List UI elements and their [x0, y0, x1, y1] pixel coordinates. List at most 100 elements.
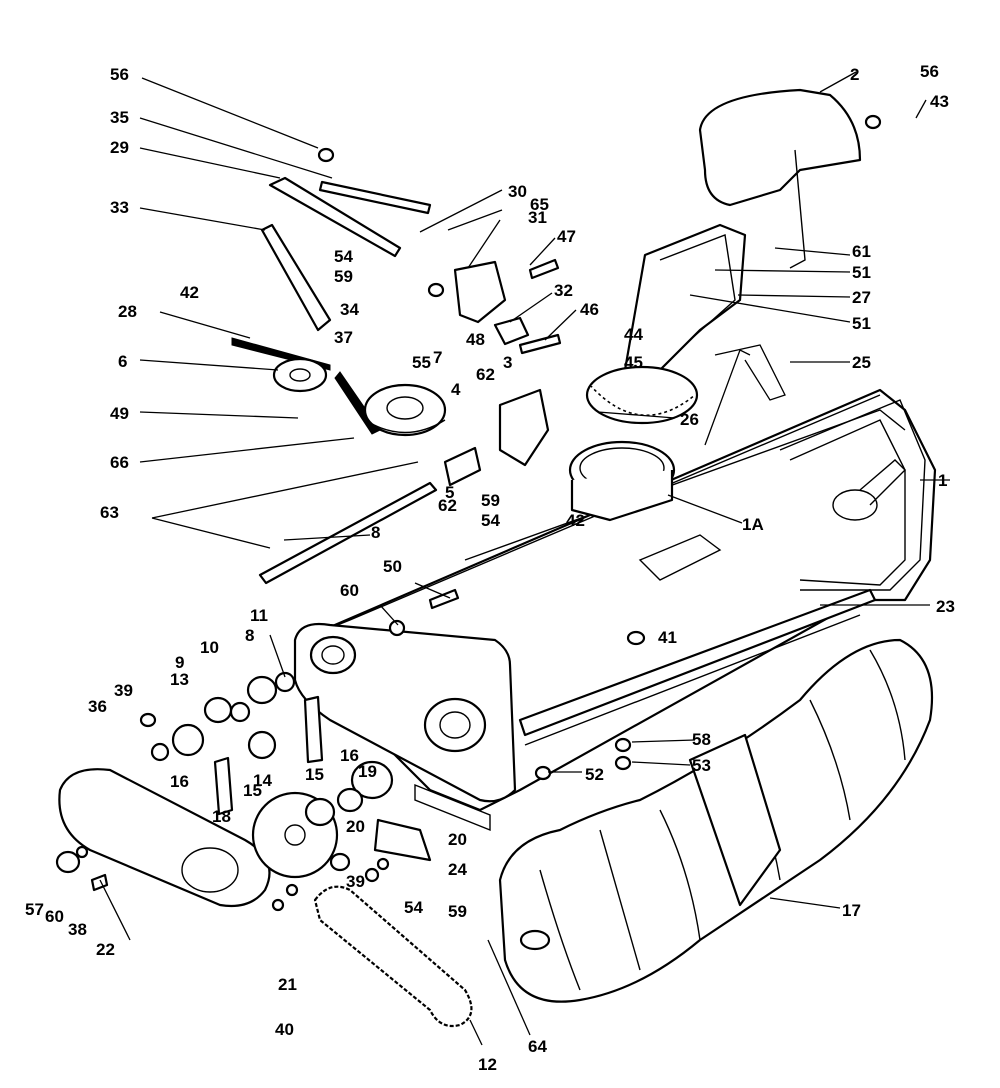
callout-7: 7 [433, 348, 442, 367]
callout-40: 40 [275, 1020, 294, 1039]
callout-60b: 60 [45, 907, 64, 926]
callout-45: 45 [624, 353, 643, 372]
callout-66: 66 [110, 453, 129, 472]
callout-35: 35 [110, 108, 129, 127]
callout-51b: 51 [852, 314, 871, 333]
idler-arm [260, 223, 332, 332]
callout-25: 25 [852, 353, 871, 372]
bearing-flange-c [350, 760, 394, 800]
callout-56a: 56 [110, 65, 129, 84]
callout-54c: 54 [404, 898, 423, 917]
nut-57 [55, 850, 81, 874]
callout-18: 18 [212, 807, 231, 826]
callout-30: 30 [508, 182, 527, 201]
belt-assembly [231, 337, 447, 437]
auger [498, 638, 934, 1003]
spring [318, 180, 432, 215]
callout-65: 65 [530, 195, 549, 214]
callout-44: 44 [624, 325, 643, 344]
callout-62a: 62 [476, 365, 495, 384]
shave-plate [518, 588, 877, 737]
callout-57: 57 [25, 900, 44, 919]
callout-13: 13 [170, 670, 189, 689]
callout-41: 41 [658, 628, 677, 647]
callout-56b: 56 [920, 62, 939, 81]
callout-29: 29 [110, 138, 129, 157]
belt-cover [58, 768, 271, 908]
callout-59c: 59 [448, 902, 467, 921]
strap-a [213, 756, 234, 816]
drive-shaft [258, 481, 438, 585]
callout-10: 10 [200, 638, 219, 657]
callout-26: 26 [680, 410, 699, 429]
callout-9a: 8 [245, 626, 254, 645]
callout-58: 58 [692, 730, 711, 749]
callout-61: 61 [852, 242, 871, 261]
callout-32: 32 [554, 281, 573, 300]
callout-23: 23 [936, 597, 955, 616]
bearing [443, 446, 482, 487]
deflector-rod [789, 149, 806, 269]
leader-lines [99, 71, 950, 1046]
chute-crank [714, 344, 786, 401]
callout-16a: 16 [170, 772, 189, 791]
callout-38: 38 [68, 920, 87, 939]
callout-43: 43 [930, 92, 949, 111]
sprocket-small-b [247, 730, 277, 760]
callout-20a: 20 [346, 817, 365, 836]
callout-14: 14 [253, 771, 272, 790]
callout-46: 46 [580, 300, 599, 319]
callout-52: 52 [585, 765, 604, 784]
callout-21: 21 [278, 975, 297, 994]
callout-1: 1 [938, 471, 947, 490]
callout-62b: 62 [438, 496, 457, 515]
callout-59a: 59 [334, 267, 353, 286]
spacer [493, 316, 530, 346]
gearbox [498, 388, 550, 467]
callout-33: 33 [110, 198, 129, 217]
chute [585, 223, 747, 425]
callout-9b: 9 [175, 653, 184, 672]
callout-36: 36 [88, 697, 107, 716]
bearing-flange-b [246, 675, 278, 705]
callout-54a: 54 [334, 247, 353, 266]
sprocket-small-a [171, 723, 205, 757]
callout-49: 49 [110, 404, 129, 423]
callout-55: 55 [412, 353, 431, 372]
callout-11: 11 [250, 606, 268, 625]
bearing-flange-a [203, 696, 233, 724]
callout-8: 8 [371, 523, 380, 542]
chute-deflector [698, 88, 862, 207]
callout-labels: 1 1A 2 3 4 5 6 7 8 8 9 10 11 12 13 14 15… [25, 62, 955, 1074]
callout-6: 6 [118, 352, 127, 371]
callout-54b: 54 [481, 511, 500, 530]
callout-15a: 15 [243, 781, 262, 800]
bracket [453, 260, 507, 324]
callout-64: 64 [528, 1037, 547, 1056]
callout-50: 50 [383, 557, 402, 576]
callout-28: 28 [118, 302, 137, 321]
callout-4: 4 [451, 380, 461, 399]
callout-53: 53 [692, 756, 711, 775]
callout-47: 47 [557, 227, 576, 246]
callout-37: 37 [334, 328, 353, 347]
callout-39b: 39 [346, 872, 365, 891]
callout-48: 48 [466, 330, 485, 349]
callout-42a: 42 [180, 283, 199, 302]
callout-16b: 16 [340, 746, 359, 765]
callout-2: 2 [850, 65, 859, 84]
bracket-24 [373, 818, 432, 862]
callout-20b: 20 [448, 830, 467, 849]
lever [268, 176, 402, 258]
strap-b [303, 695, 324, 764]
drive-chain [313, 885, 473, 1028]
callout-12: 12 [478, 1055, 497, 1074]
callout-17: 17 [842, 901, 861, 920]
callout-60a: 60 [340, 581, 359, 600]
callout-31: 31 [528, 208, 547, 227]
callout-15b: 15 [305, 765, 324, 784]
callout-27: 27 [852, 288, 871, 307]
callout-5: 5 [445, 483, 454, 502]
